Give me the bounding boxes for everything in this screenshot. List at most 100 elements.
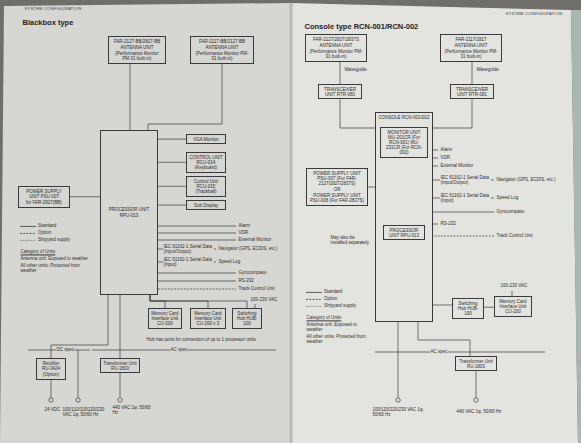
unit-box: Switching Hub HUB-100 (452, 298, 484, 319)
cable-connector (340, 99, 375, 128)
cable-connector (70, 196, 100, 197)
unit-box: Rectifier RU-3424(Option) (36, 358, 66, 380)
legend-item: Standard (20, 223, 56, 228)
unit-label: Rectifier RU-3424 (39, 361, 63, 371)
legend-item: Shipyard supply (306, 303, 356, 308)
cable-connector (368, 187, 375, 188)
cable-connector (418, 322, 470, 356)
legend-text: Shipyard supply (324, 303, 356, 308)
legend-line (306, 305, 322, 306)
unit-label: ANTENNA UNIT (193, 45, 251, 50)
unit-label: PROCESSOR UNIT RPU-013 (386, 228, 422, 238)
unit-label: TRANSCEIVER UNIT RTR-081 (453, 87, 491, 97)
annotation-label: 100/115/220/230 VAC 1φ, 50/60 Hz (372, 407, 428, 417)
unit-label: OR (309, 187, 365, 192)
unit-label: MONITOR UNIT MU-201CR (For RCN-001) MU-2… (383, 130, 425, 156)
terminal-symbol (49, 398, 53, 402)
option-line (158, 289, 236, 290)
unit-label: Transformer Unit RU-1803 (458, 359, 494, 369)
option-line (428, 236, 494, 237)
legend-sample (20, 231, 36, 235)
unit-box: FAR-2127/2827/2837SANTENNA UNIT(Performa… (305, 34, 367, 62)
unit-label: (Performance Monitor PM-31 built-in) (308, 49, 364, 59)
unit-label: for FAR-2827(BB) (21, 200, 67, 205)
unit-label: FAR-2117-BB/2127-BB (193, 39, 251, 44)
unit-label: (Performance Monitor PM-31 built-in) (443, 49, 499, 59)
unit-box: CONSOLE RCN-001/002MONITOR UNIT MU-201CR… (375, 112, 433, 322)
annotation-label: All other units: Protected from weather (20, 263, 91, 273)
annotation-label: Hub has ports for connection of up to 1 … (146, 337, 256, 342)
unit-box: Memory Card Interface Unit CU-200 (494, 296, 532, 317)
annotation-label: 100/110/115/220/230 VAC 1φ, 50/60 Hz (62, 407, 109, 417)
legend-text: Standard (38, 223, 56, 228)
legend-text: Shipyard supply (38, 237, 70, 242)
annotation-label: Alarm (440, 147, 453, 152)
legend-sample (306, 304, 322, 308)
cable-connector (130, 64, 131, 130)
unit-box: PROCESSOR UNIT RPU-013 (383, 225, 425, 240)
annotation-label: Navigator (GPS, ECDIS, etc.) (496, 177, 556, 182)
right-page (291, 3, 578, 443)
cable-connector (340, 62, 341, 84)
cable-connector (158, 205, 186, 206)
terminal-symbol (396, 398, 400, 402)
annotation-label: Track Control Unit (238, 286, 275, 291)
unit-label: PROCESSOR UNIT RPU-013 (103, 207, 155, 217)
annotation-label: AC spec (430, 349, 448, 354)
legend-sample (20, 224, 36, 228)
unit-label: FAR-2127/2827/2837S (308, 37, 364, 42)
unit-box: Control Unit RCU-015 (Trackball) (186, 176, 226, 197)
running-header: SYSTEM CONFIGURATION (24, 7, 82, 12)
unit-box: Switching Hub HUB-100 (232, 308, 262, 329)
legend-item: Option (306, 296, 337, 301)
annotation-label: Speed Log (496, 195, 519, 200)
unit-label: (Performance Monitor PM-31 built-in) (193, 51, 251, 61)
section-title: Console type RCN-001/RCN-002 (304, 23, 419, 32)
left-page (0, 3, 291, 443)
unit-box: FAR-2127-BB/2827-BBANTENNA UNIT(Performa… (108, 36, 166, 64)
legend-item: Option (20, 230, 51, 235)
unit-label: Switching Hub HUB-100 (235, 311, 259, 327)
annotation-label: IEC 61162-1 Serial Data (Input/Output) (163, 244, 214, 254)
annotation-label: Waveguide (476, 67, 499, 72)
annotation-label: RS-232 (440, 221, 456, 226)
unit-label: ANTENNA UNIT (308, 43, 364, 48)
unit-box: MONITOR UNIT MU-201CR (For RCN-001) MU-2… (380, 127, 428, 158)
annotation-label: Gyrocompass (238, 270, 267, 275)
terminal-symbol (118, 398, 122, 402)
legend-text: Option (38, 230, 51, 235)
annotation-label: 100-230 VAC (250, 297, 278, 302)
legend-line (306, 291, 322, 292)
cable-connector (51, 295, 108, 358)
annotation-label: Waveguide (344, 67, 367, 72)
unit-label: (Option) (39, 372, 63, 377)
annotation-label: IEC 61162-1 Serial Data (Input) (440, 193, 491, 203)
unit-label: TRANSCEIVER UNIT RTR-080 (321, 87, 359, 97)
annotation-label: External Monitor (440, 163, 474, 168)
annotation-label: Antenna unit: Exposed to weather (306, 322, 369, 332)
annotation-label: AC spec (170, 347, 188, 352)
cable-connector (433, 99, 472, 128)
legend-item: Shipyard supply (20, 237, 70, 242)
cable-connector (472, 62, 473, 84)
unit-label: VGA Monitor (189, 137, 223, 142)
legend-line (306, 298, 322, 299)
unit-label: ANTENNA UNIT (111, 45, 163, 50)
legend-line (20, 239, 36, 240)
annotation-label: Speed Log (218, 259, 241, 264)
unit-box: VGA Monitor (186, 134, 226, 144)
annotation-label: IEC 61162-1 Serial Data (Input/Output) (440, 175, 491, 185)
unit-label: POWER SUPPLY UNIT PSU-007 (21, 189, 67, 199)
book-gutter (290, 3, 293, 443)
annotation-label: Track Control Unit (496, 233, 533, 238)
unit-label: FAR-2127-BB/2827-BB (111, 39, 163, 44)
cable-connector (158, 186, 186, 187)
unit-box: CONTROL UNIT RCU-014 (Keyboard) (186, 152, 226, 173)
unit-box: Memory Card Interface Unit CU-200 (148, 308, 182, 329)
unit-label: CONTROL UNIT RCU-014 (Keyboard) (189, 155, 223, 171)
signal-line (428, 150, 494, 224)
unit-label: ANTENNA UNIT (443, 43, 499, 48)
legend-sample (306, 290, 322, 294)
